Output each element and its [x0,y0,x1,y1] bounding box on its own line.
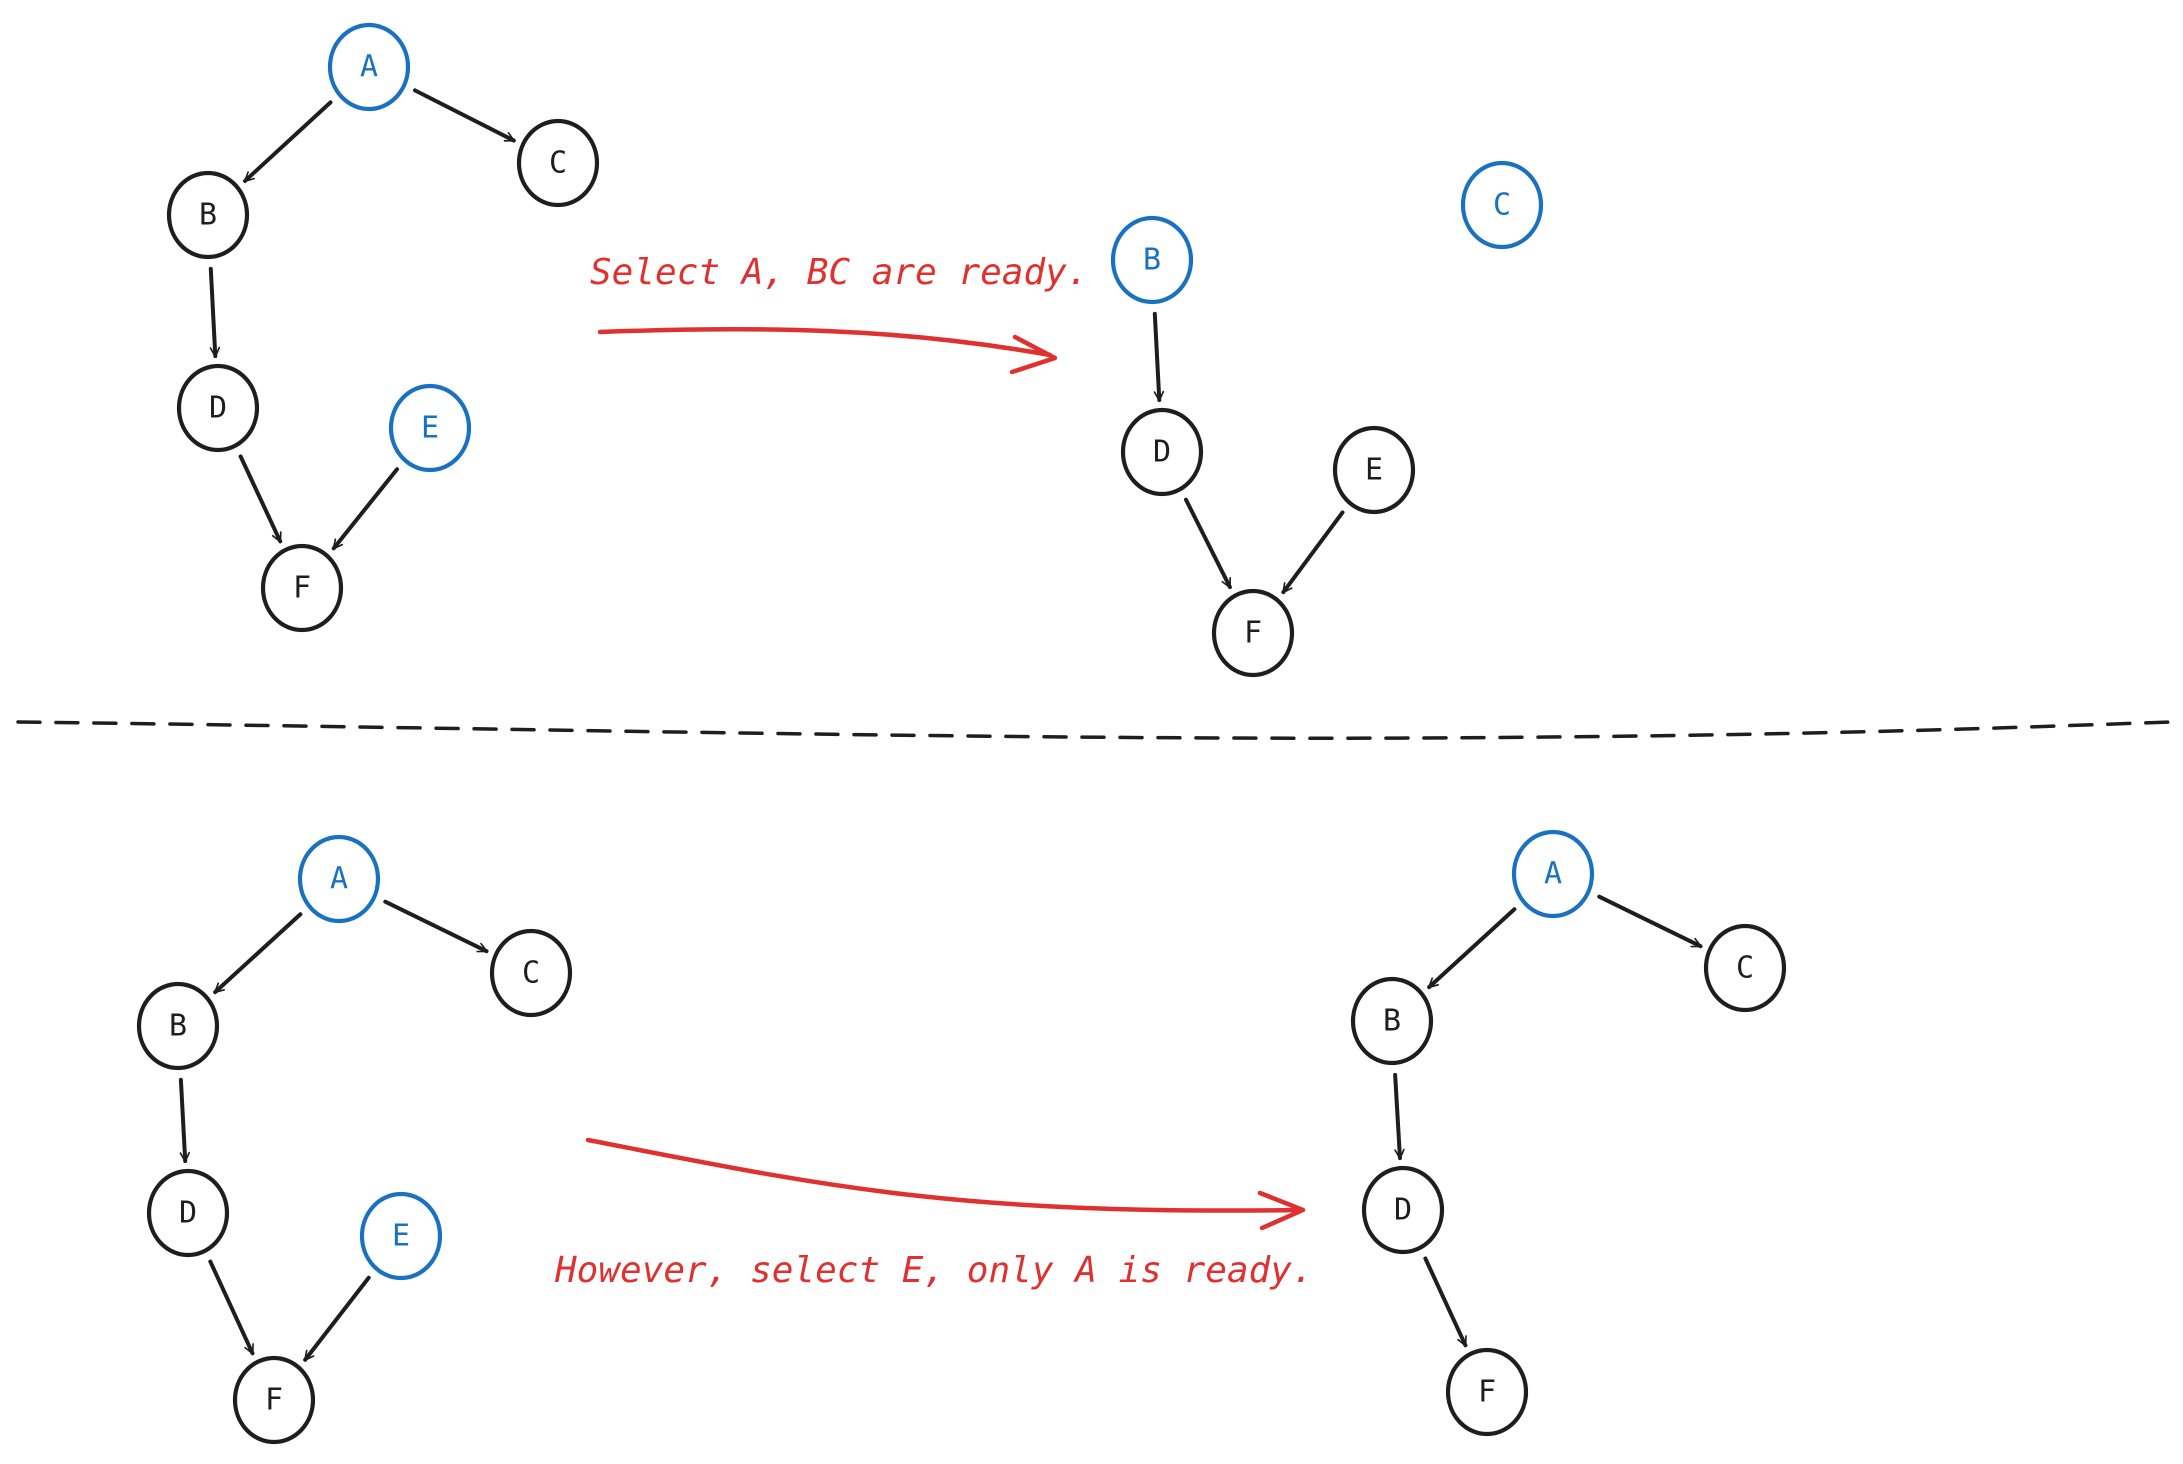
top-after-node-C-label: C [1493,188,1511,223]
top-after-node-C-ring [1460,160,1544,250]
top-after-node-E-ring [1332,425,1416,515]
bottom-before-node-D-ring [146,1168,230,1258]
top-before-node-A-label: A [360,50,378,85]
bottom-before-node-B: B [136,981,220,1071]
top-before-node-D-label: D [209,391,227,426]
top-before-node-B: B [166,170,250,260]
top-after-node-B: B [1110,215,1194,305]
bottom-before-node-A-label: A [330,862,348,897]
bottom-before-edge-B-D [178,1077,191,1164]
top-before-node-E-label: E [421,411,439,446]
top-after-node-E: E [1332,425,1416,515]
bottom-before-node-D-label: D [179,1196,197,1231]
transition-arrow-bottom [585,1137,1306,1231]
bottom-after-node-B-label: B [1383,1004,1401,1039]
section-divider [16,720,2172,740]
bottom-after-node-A-label: A [1544,857,1562,892]
top-after-node-B-label: B [1143,243,1161,278]
bottom-before-node-B-ring [136,981,220,1071]
bottom-before-node-A-ring [297,834,381,924]
top-before-node-C-ring [516,118,600,208]
top-after-edge-B-D [1152,311,1165,403]
edges-layer [178,88,1703,1362]
bottom-before-edge-A-B [213,912,303,995]
top-before-node-F-label: F [293,571,311,606]
top-before-edge-B-D [208,266,221,359]
bottom-before-node-C-label: C [522,956,540,991]
top-after-node-B-ring [1110,215,1194,305]
top-caption: Select A, BC are ready. [590,252,1089,293]
top-before-node-F: F [260,543,344,633]
bottom-before-node-B-label: B [169,1009,187,1044]
bottom-caption: However, select E, only A is ready. [554,1250,1314,1291]
bottom-before-edge-A-C [383,899,489,954]
bottom-after-node-D-ring [1361,1165,1445,1255]
top-after-node-E-label: E [1365,453,1383,488]
bottom-after-node-B: B [1350,976,1434,1066]
nodes-layer: A B C D E F B C D E F A B C D E F A B C D F [136,22,1787,1445]
bottom-before-edge-D-F [208,1259,255,1356]
bottom-after-node-C: C [1703,923,1787,1013]
bottom-before-node-F-ring [232,1355,316,1445]
bottom-before-node-E-label: E [392,1219,410,1254]
bottom-before-node-F-label: F [265,1383,283,1418]
top-before-edge-A-B [243,100,333,183]
top-after-node-F-label: F [1244,616,1262,651]
bottom-after-node-F-ring [1445,1347,1529,1437]
top-after-node-D-ring [1120,407,1204,497]
top-before-node-A: A [327,22,411,112]
bottom-after-node-A: A [1511,829,1595,919]
top-before-node-D: D [176,363,260,453]
bottom-after-edge-A-C [1597,894,1703,949]
top-before-node-A-ring [327,22,411,112]
bottom-after-node-C-ring [1703,923,1787,1013]
bottom-before-edge-E-F [303,1275,371,1362]
bottom-after-edge-D-F [1423,1256,1468,1348]
bottom-after-edge-A-B [1427,907,1517,990]
top-after-node-F-ring [1211,588,1295,678]
bottom-after-node-D-label: D [1394,1193,1412,1228]
bottom-after-node-D: D [1361,1165,1445,1255]
bottom-after-node-B-ring [1350,976,1434,1066]
bottom-after-edge-B-D [1393,1072,1405,1161]
bottom-before-node-E: E [359,1191,443,1281]
top-before-node-C-label: C [549,146,567,181]
top-after-node-F: F [1211,588,1295,678]
bottom-after-node-F-label: F [1478,1375,1496,1410]
bottom-before-node-F: F [232,1355,316,1445]
top-after-node-D-label: D [1153,435,1171,470]
top-after-edge-D-F [1183,497,1232,590]
top-before-edge-E-F [331,467,400,551]
bottom-before-node-C: C [489,928,573,1018]
top-before-edge-D-F [238,454,283,544]
top-before-node-D-ring [176,363,260,453]
bottom-before-node-A: A [297,834,381,924]
top-before-node-C: C [516,118,600,208]
transition-arrow-top [597,326,1058,375]
top-before-node-B-label: B [199,198,217,233]
bottom-after-node-F: F [1445,1347,1529,1437]
top-before-node-B-ring [166,170,250,260]
bottom-before-node-D: D [146,1168,230,1258]
top-after-node-C: C [1460,160,1544,250]
top-after-edge-E-F [1281,510,1345,595]
top-before-node-E-ring [388,383,472,473]
top-before-node-F-ring [260,543,344,633]
bottom-after-node-C-label: C [1736,951,1754,986]
bottom-after-node-A-ring [1511,829,1595,919]
top-before-edge-A-C [412,88,516,143]
bottom-before-node-E-ring [359,1191,443,1281]
top-before-node-E: E [388,383,472,473]
top-after-node-D: D [1120,407,1204,497]
bottom-before-node-C-ring [489,928,573,1018]
